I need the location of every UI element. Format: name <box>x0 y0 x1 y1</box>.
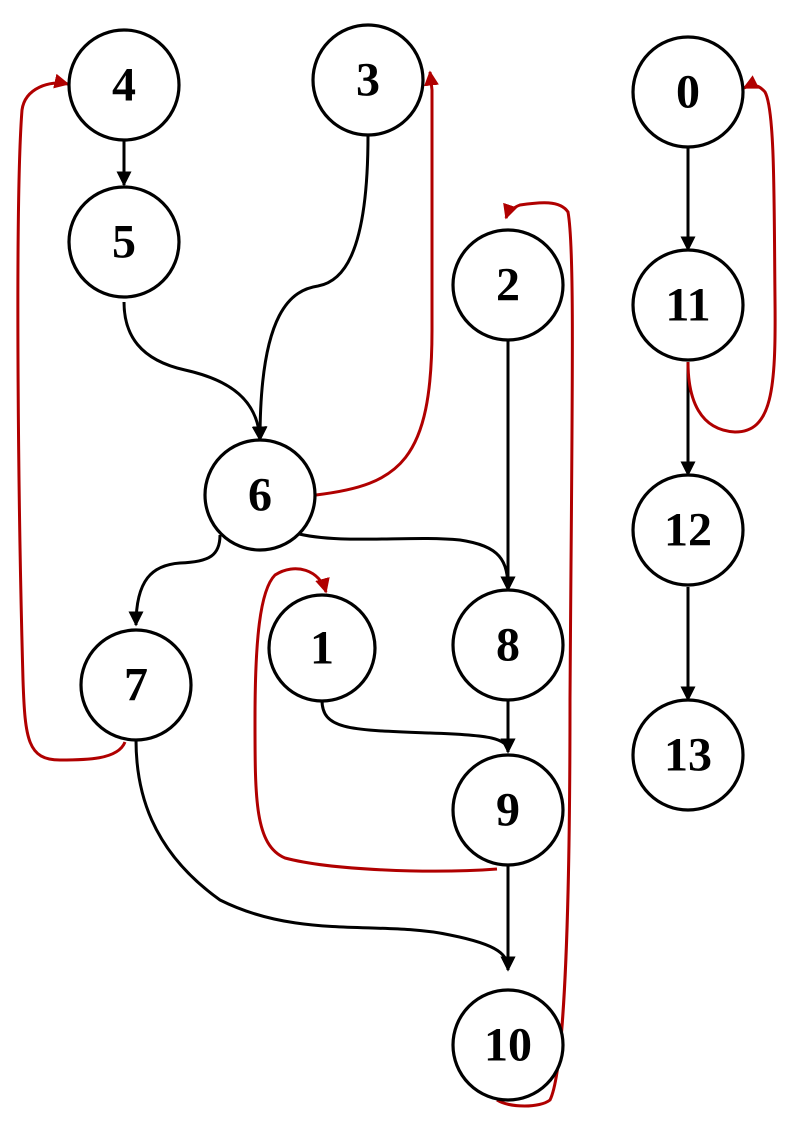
edge-11-to-0 <box>686 75 777 434</box>
node-9: 9 <box>451 753 565 867</box>
node-1-label: 1 <box>310 622 334 675</box>
node-11-circle <box>631 248 745 362</box>
node-4: 4 <box>67 28 181 142</box>
node-4-circle <box>67 28 181 142</box>
back-edges <box>16 70 777 1108</box>
node-13-label: 13 <box>664 729 712 782</box>
edge-6-to-8 <box>294 531 516 592</box>
edge-7-to-10 <box>134 739 516 972</box>
edge-9-to-1 <box>253 567 498 873</box>
edge-1-to-9 <box>320 699 516 754</box>
edge-6-to-7 <box>128 534 222 627</box>
node-8-label: 8 <box>496 619 520 672</box>
node-12-label: 12 <box>664 504 712 557</box>
node-11: 11 <box>631 248 745 362</box>
node-5: 5 <box>67 185 181 299</box>
node-8: 8 <box>451 588 565 702</box>
node-9-label: 9 <box>496 784 520 837</box>
node-4-label: 4 <box>112 59 136 112</box>
node-2-circle <box>451 228 565 342</box>
node-7: 7 <box>79 628 193 742</box>
node-12: 12 <box>631 473 745 587</box>
node-1-circle <box>267 593 377 703</box>
node-5-circle <box>67 185 181 299</box>
edge-10-to-2 <box>496 201 574 1108</box>
node-2-label: 2 <box>496 259 520 312</box>
node-13-circle <box>631 698 745 812</box>
edge-6-to-3 <box>315 70 439 497</box>
node-5-label: 5 <box>112 216 136 269</box>
edge-5-to-6 <box>122 301 267 442</box>
node-3-label: 3 <box>356 54 380 107</box>
node-11-label: 11 <box>665 279 710 332</box>
node-10-circle <box>451 988 565 1102</box>
node-9-circle <box>451 753 565 867</box>
node-13: 13 <box>631 698 745 812</box>
node-2: 2 <box>451 228 565 342</box>
node-3: 3 <box>311 23 425 137</box>
node-8-circle <box>451 588 565 702</box>
edge-7-to-4 <box>16 73 127 762</box>
node-10-label: 10 <box>484 1019 532 1072</box>
node-3-circle <box>311 23 425 137</box>
node-6-label: 6 <box>248 469 272 522</box>
node-7-circle <box>79 628 193 742</box>
node-7-label: 7 <box>124 659 148 712</box>
nodes: 0 1 2 3 4 5 6 7 <box>67 23 745 1102</box>
node-6-circle <box>203 438 317 552</box>
node-1: 1 <box>267 593 377 703</box>
edge-3-to-6 <box>252 134 370 442</box>
node-10: 10 <box>451 988 565 1102</box>
node-0-circle <box>631 35 745 149</box>
node-6: 6 <box>203 438 317 552</box>
node-0-label: 0 <box>676 66 700 119</box>
node-0: 0 <box>631 35 745 149</box>
node-12-circle <box>631 473 745 587</box>
tree-edges <box>116 134 696 972</box>
